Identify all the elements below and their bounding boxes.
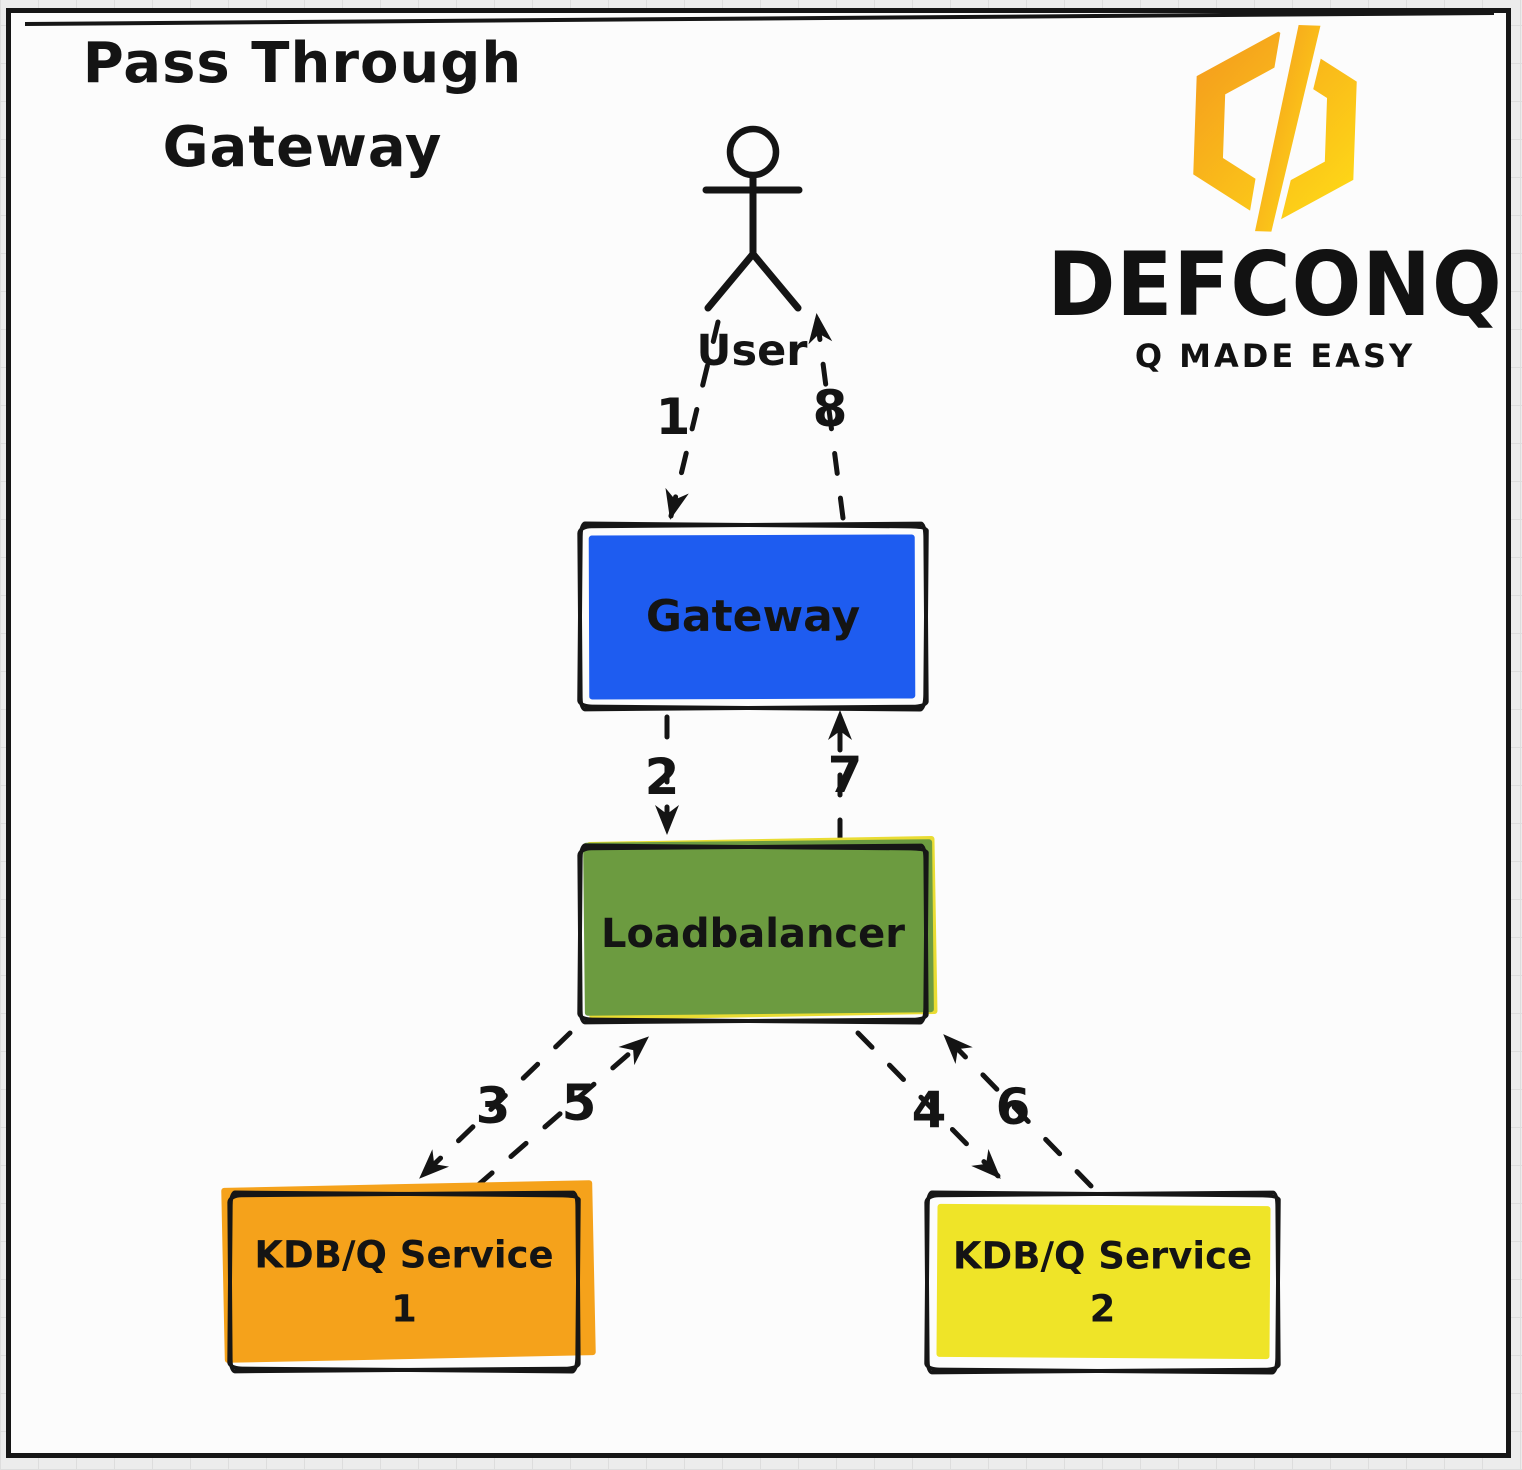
brand-block: DEFCONQ Q MADE EASY — [1045, 24, 1505, 375]
flow-step-label-1: 1 — [655, 388, 691, 446]
kdbq-service-1-label-line2: 1 — [391, 1287, 417, 1330]
flow-step-label-3: 3 — [475, 1077, 511, 1135]
defconq-hexagon-logo-icon — [1193, 24, 1357, 232]
loadbalancer-label: Loadbalancer — [601, 911, 905, 957]
flow-step-label-6: 6 — [995, 1078, 1031, 1136]
brand-name: DEFCONQ — [1047, 234, 1503, 337]
flow-step-label-5: 5 — [561, 1074, 597, 1132]
kdbq-service-2-label-line2: 2 — [1089, 1287, 1116, 1331]
kdbq-service-1-node: KDB/Q Service 1 — [221, 1180, 596, 1374]
loadbalancer-node: Loadbalancer — [577, 835, 938, 1025]
flow-step-label-4: 4 — [911, 1081, 947, 1139]
kdbq-service-1-label-line1: KDB/Q Service — [254, 1233, 554, 1277]
gateway-node: Gateway — [577, 521, 929, 712]
kdbq-service-2-node: KDB/Q Service 2 — [924, 1190, 1281, 1375]
brand-tagline: Q MADE EASY — [1134, 337, 1416, 375]
user-actor-label: User — [696, 326, 808, 376]
flow-step-label-7: 7 — [827, 746, 863, 804]
title-line-2: Gateway — [162, 115, 443, 180]
diagram-title: Pass Through Gateway — [45, 22, 560, 190]
kdbq-service-2-label-line1: KDB/Q Service — [952, 1233, 1253, 1277]
flow-step-label-8: 8 — [812, 380, 848, 438]
gateway-label: Gateway — [645, 590, 861, 642]
flow-step-label-2: 2 — [644, 748, 680, 806]
title-line-1: Pass Through — [82, 31, 523, 96]
kdbq-service-1-label: KDB/Q Service 1 — [228, 1228, 580, 1335]
kdbq-service-2-label: KDB/Q Service 2 — [925, 1229, 1280, 1336]
